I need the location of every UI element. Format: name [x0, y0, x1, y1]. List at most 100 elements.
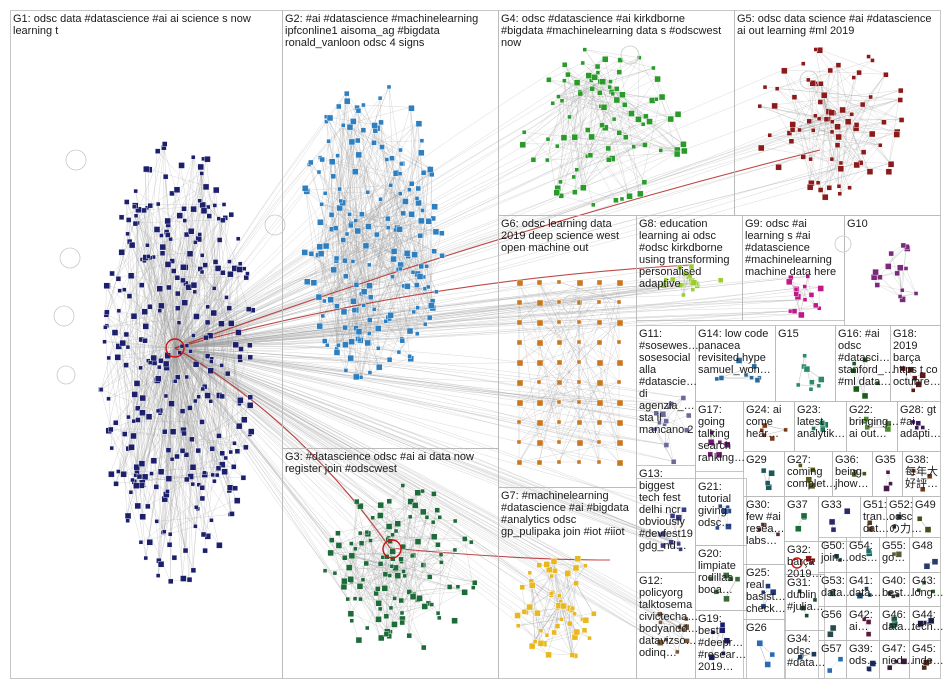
edge-hub-108 [174, 125, 837, 349]
edge-g2-279 [318, 173, 396, 246]
node-g2-186 [398, 266, 403, 272]
node-g4-25 [619, 91, 626, 98]
node-g2-176 [372, 128, 379, 134]
node-g2-144 [333, 349, 341, 356]
node-g2-192 [366, 282, 373, 289]
edge-hub-231 [174, 347, 680, 628]
node-g3-102 [357, 530, 363, 536]
edge-hub-214 [174, 347, 681, 550]
edge-g2-335 [328, 141, 340, 190]
edge-hub-187 [174, 276, 808, 349]
node-g28-3 [920, 425, 926, 430]
node-g11-1 [659, 410, 667, 418]
node-g7-27 [532, 639, 538, 644]
node-g3-63 [357, 502, 364, 510]
group-label-g13-line-0: G13: [639, 468, 663, 480]
node-g1-296 [162, 360, 170, 368]
group-label-g25-line-3: check… [746, 603, 786, 615]
group-label-g8-line-5: adaptive [639, 278, 681, 290]
node-g24-3 [762, 422, 768, 429]
node-g1-286 [109, 270, 115, 277]
node-g3-26 [414, 538, 422, 545]
edge-hub-230 [174, 347, 660, 642]
node-g4-66 [628, 110, 635, 117]
edge-g4-157 [582, 132, 619, 187]
node-g4-64 [658, 93, 666, 101]
node-g2-148 [423, 321, 428, 327]
edge-g7-57 [531, 584, 536, 642]
node-g1-145 [155, 375, 162, 382]
edge-hub-219 [174, 347, 681, 550]
edge-g3-216 [354, 491, 417, 599]
edge-g31-2 [799, 591, 803, 608]
group-frame-g37 [784, 496, 819, 542]
node-g33-1 [843, 507, 851, 515]
node-g2-124 [417, 232, 423, 239]
node-g5-41 [813, 47, 818, 52]
edge-hub-221 [174, 347, 679, 545]
group-label-g19-line-3: #resear… [698, 649, 746, 661]
edge-g1-384 [165, 493, 194, 570]
edge-g1-333 [201, 322, 231, 488]
node-g4-82 [611, 116, 617, 122]
node-g7-39 [574, 555, 582, 563]
edge-g1-319 [190, 230, 238, 332]
node-g1-253 [123, 331, 130, 338]
edge-g11-16 [665, 420, 687, 430]
group-label-g20-line-3: boca… [698, 584, 733, 596]
node-g1-149 [199, 171, 204, 176]
node-g6-21 [576, 339, 582, 345]
edge-g4-30 [579, 93, 583, 187]
node-g1-273 [108, 470, 115, 478]
node-g2-35 [371, 140, 377, 146]
node-g6-18 [516, 339, 523, 346]
node-g7-12 [545, 651, 552, 659]
node-g5-2 [781, 67, 788, 75]
node-g1-304 [98, 387, 104, 392]
edge-g2-314 [350, 140, 359, 331]
node-g1-250 [158, 358, 164, 364]
node-g3-7 [394, 520, 401, 527]
node-g3-60 [353, 546, 358, 552]
edge-g3-146 [351, 581, 424, 606]
node-g1-307 [203, 334, 209, 341]
group-label-g18-line-4: octubre… [893, 376, 941, 388]
node-g2-160 [409, 180, 415, 187]
node-g6-15 [576, 319, 582, 325]
node-g13-9 [676, 541, 681, 547]
edge-g2-78 [339, 188, 426, 325]
node-g1-124 [147, 303, 153, 310]
node-g12-6 [677, 624, 682, 630]
edge-g1-46 [214, 322, 231, 482]
edge-hub-g1-146 [174, 284, 194, 349]
edge-g4-176 [601, 80, 670, 119]
node-g2-28 [337, 186, 342, 192]
node-g1-322 [193, 313, 200, 320]
edge-g5-8 [777, 88, 838, 145]
node-g28-2 [914, 425, 919, 431]
node-g5-14 [883, 72, 889, 78]
edge-g5-57 [831, 130, 897, 160]
node-g7-23 [559, 617, 564, 622]
edge-hub-234 [174, 347, 684, 630]
node-g2-111 [368, 294, 374, 300]
edge-hub-110 [174, 156, 803, 349]
node-g3-89 [469, 539, 474, 545]
node-g6-53 [616, 439, 624, 447]
node-g13-6 [660, 531, 666, 538]
edge-hub-g1-124 [149, 306, 176, 349]
node-g4-73 [545, 136, 551, 142]
node-g1-257 [242, 266, 247, 271]
node-g14-3 [749, 375, 754, 380]
node-g1-267 [143, 165, 150, 173]
group-label-g17-line-0: G17: [698, 404, 722, 416]
edge-g5-147 [836, 74, 886, 145]
group-label-g9-line-0: G9: odsc #ai [745, 218, 807, 230]
node-g2-168 [360, 288, 368, 295]
edge-g1-112 [156, 514, 231, 522]
edge-hub-240 [174, 347, 687, 641]
node-g5-37 [868, 94, 873, 100]
group-label-g6-line-2: open machine out [501, 242, 588, 254]
group-label-g15-line-0: G15 [778, 328, 799, 340]
node-g1-317 [191, 333, 196, 338]
